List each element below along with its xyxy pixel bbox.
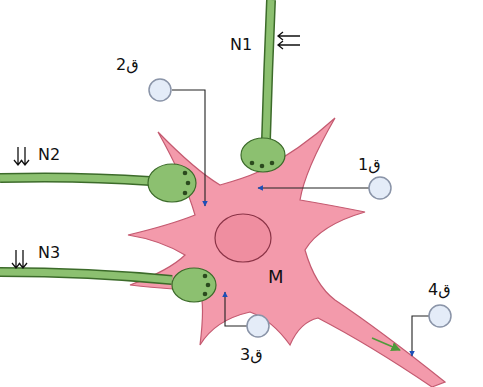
electrode-label: ق4: [428, 281, 451, 299]
electrode-1: [258, 177, 391, 199]
nucleus: [215, 214, 271, 262]
electrode-2: [149, 79, 205, 206]
presynaptic-neuron-n2: [0, 164, 196, 202]
neuron-name: M: [268, 266, 284, 287]
neuron-body: M: [264, 264, 296, 289]
neuron-label: N2: [38, 146, 60, 164]
postsynaptic-neuron: [128, 118, 445, 387]
presynaptic-neuron-n1: [241, 0, 285, 172]
electrode-3: [225, 292, 269, 337]
electrode-4: [412, 305, 451, 356]
electrode-label: ق3: [240, 346, 263, 364]
propagation-arrow: [372, 338, 400, 350]
presynaptic-neuron-n3: [0, 268, 216, 302]
neuron-label: N1: [230, 36, 252, 54]
impulse-arrows: [12, 32, 300, 268]
electrode-label: ق1: [358, 156, 381, 174]
neuron-label: N3: [38, 244, 60, 262]
electrode-label: ق2: [116, 56, 139, 74]
